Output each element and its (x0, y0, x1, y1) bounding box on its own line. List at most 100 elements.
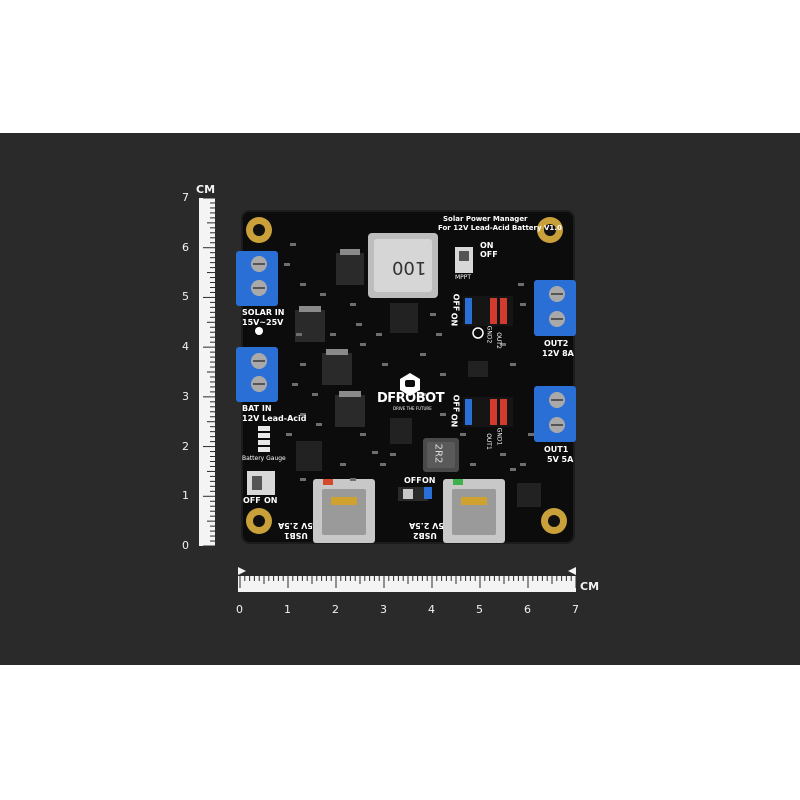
smd-component (420, 393, 426, 396)
ruler-number: 5 (182, 290, 189, 304)
gnd2-label: GND2 (485, 325, 493, 344)
smd-component (520, 463, 526, 466)
smd-component (350, 478, 356, 481)
dfrobot-logo-icon (400, 373, 420, 396)
solar-in-terminal (236, 251, 278, 306)
horizontal-ruler (238, 567, 577, 592)
smd-component (340, 463, 346, 466)
mosfet (336, 249, 364, 285)
battery-gauge-off-label: OFF (243, 496, 261, 505)
ic-chip (390, 418, 412, 444)
mosfet (335, 391, 365, 427)
smd-component (528, 433, 534, 436)
ruler-number: 0 (236, 603, 243, 616)
smd-component (356, 323, 362, 326)
mounting-hole (541, 508, 567, 534)
small-inductor-label: 2R2 (432, 443, 444, 464)
mppt-label: MPPT (455, 274, 472, 281)
brand-tagline: DRIVE THE FUTURE (393, 406, 432, 411)
smd-component (500, 343, 506, 346)
smd-component (436, 333, 442, 336)
out1-terminal (534, 386, 576, 442)
mounting-hole (246, 508, 272, 534)
ruler-number: 2 (182, 439, 189, 453)
smd-component (372, 451, 378, 454)
out2-jumper-on-label: ON (449, 312, 459, 327)
smd-component (390, 453, 396, 456)
battery-gauge-leds (258, 426, 270, 452)
smd-component (430, 313, 436, 316)
smd-component (470, 463, 476, 466)
smd-component (440, 413, 446, 416)
smd-component (518, 283, 524, 286)
mosfet (322, 349, 352, 385)
power-icon (472, 327, 484, 339)
mppt-off-label: OFF (480, 250, 498, 259)
usb2-switch (398, 487, 432, 501)
ruler-number: 2 (332, 603, 339, 616)
battery-gauge-label: Battery Gauge (242, 455, 286, 462)
out2-rating: 12V 8A (542, 349, 574, 358)
horizontal-ruler-unit: CM (580, 580, 600, 593)
bat-in-label: BAT IN (242, 404, 272, 413)
ic-chip (517, 483, 541, 507)
bat-type-label: 12V Lead-Acid (242, 414, 307, 423)
smd-component (380, 463, 386, 466)
usb2-switch-off-label: OFF (404, 476, 422, 485)
smd-component (300, 363, 306, 366)
passive-components (284, 243, 534, 481)
smd-component (284, 263, 290, 266)
sun-icon (255, 327, 263, 335)
product-photo (199, 197, 577, 592)
ruler-number: 6 (524, 603, 531, 616)
usb2-rating: 5V 2.5A (409, 521, 444, 530)
mppt-switch (455, 247, 473, 273)
out1-label: OUT1 (544, 445, 569, 454)
smd-component (286, 433, 292, 436)
ruler-number: 4 (182, 340, 189, 354)
smd-component (296, 333, 302, 336)
smd-component (300, 283, 306, 286)
ic-chip (468, 361, 488, 377)
bat-in-terminal (236, 347, 278, 402)
board-title-line2: For 12V Lead-Acid Battery V1.0 (438, 224, 562, 232)
smd-component (330, 333, 336, 336)
battery-gauge-on-label: ON (264, 496, 278, 505)
mounting-hole (246, 217, 272, 243)
vertical-ruler-unit: CM (196, 183, 216, 196)
ic-chip (390, 303, 418, 333)
smd-component (510, 363, 516, 366)
solar-range-label: 15V~25V (242, 318, 284, 327)
main-inductor-label: 100 (392, 257, 427, 278)
out1-jumper-off-label: OFF (451, 394, 461, 413)
smd-component (292, 383, 298, 386)
out2-label: OUT2 (544, 339, 569, 348)
out2-jumper-off-label: OFF (451, 293, 461, 312)
jumper-header-out2 (463, 296, 513, 326)
smd-component (316, 423, 322, 426)
usb2-label: USB2 (413, 531, 437, 540)
small-inductor (423, 438, 459, 472)
ruler-number: 1 (284, 603, 291, 616)
smd-component (382, 363, 388, 366)
out1-jumper-on-label: ON (449, 413, 459, 428)
smd-component (510, 468, 516, 471)
ruler-number: 5 (476, 603, 483, 616)
smd-component (350, 303, 356, 306)
usb1-label: USB1 (284, 531, 308, 540)
mosfet (295, 306, 325, 342)
smd-component (290, 243, 296, 246)
ruler-number: 0 (182, 539, 189, 552)
smd-component (420, 353, 426, 356)
smd-component (300, 478, 306, 481)
battery-gauge-switch (247, 471, 275, 495)
out1-vertical-label: OUT1 (484, 433, 492, 450)
solar-in-label: SOLAR IN (242, 308, 285, 317)
usb2-port (443, 479, 505, 543)
mounting-hole (537, 217, 563, 243)
ruler-number: 7 (182, 191, 189, 204)
smd-component (460, 433, 466, 436)
vertical-ruler (199, 197, 215, 547)
ruler-number: 3 (380, 603, 387, 616)
main-inductor (368, 233, 438, 298)
